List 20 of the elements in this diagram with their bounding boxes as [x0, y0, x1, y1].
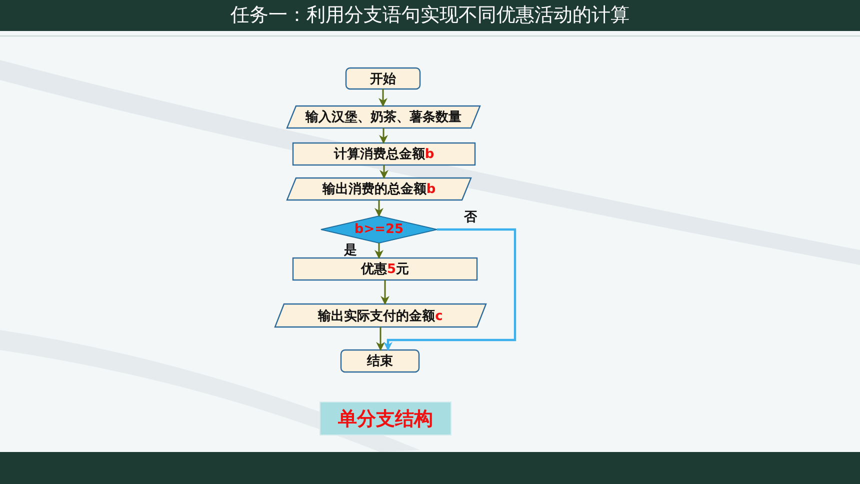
terminal-box: 开始: [346, 68, 420, 89]
io-parallelogram: 输出消费的总金额b: [287, 178, 471, 200]
arrow: [374, 243, 384, 259]
decision-diamond: b>=25: [321, 216, 437, 243]
arrow: [378, 89, 388, 107]
arrow: [380, 165, 388, 179]
process-box: 计算消费总金额b: [293, 143, 475, 165]
process-box: 优惠5元: [293, 258, 477, 280]
io-parallelogram: 输入汉堡、奶茶、薯条数量: [287, 106, 480, 128]
caption-box: 单分支结构: [320, 402, 451, 435]
slide-title: 任务一：利用分支语句实现不同优惠活动的计算: [0, 0, 860, 31]
terminal-box: 结束: [341, 350, 419, 372]
io-parallelogram: 输出实际支付的金额c: [275, 304, 486, 327]
arrow: [380, 280, 390, 305]
edge-label: 否: [464, 209, 477, 226]
arrow: [379, 128, 388, 144]
arrow: [384, 228, 516, 351]
arrow: [376, 327, 385, 351]
edge-label: 是: [344, 242, 357, 259]
arrow: [374, 200, 384, 217]
